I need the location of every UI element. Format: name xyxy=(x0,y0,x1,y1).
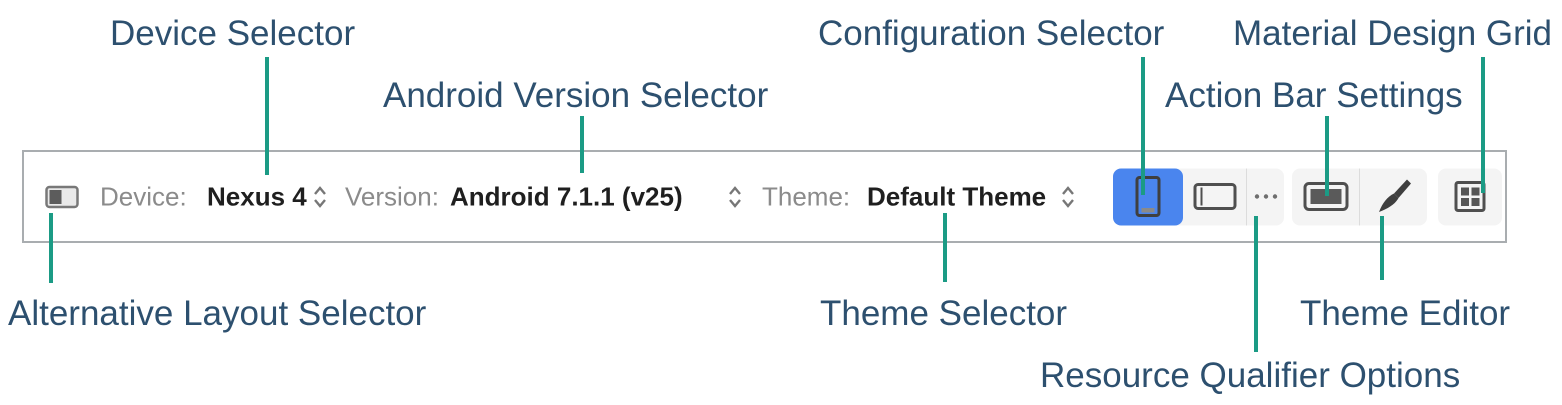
label-action-bar-settings: Action Bar Settings xyxy=(1165,76,1463,115)
version-label: Version: xyxy=(345,181,439,211)
paintbrush-icon xyxy=(1378,179,1411,212)
grid-button-group xyxy=(1438,168,1502,225)
resource-qualifier-options-button[interactable] xyxy=(1247,168,1284,225)
device-label: Device: xyxy=(100,181,187,211)
theme-selector-value[interactable]: Default Theme xyxy=(867,181,1047,211)
appearance-button-group xyxy=(1292,168,1427,225)
theme-editor-button[interactable] xyxy=(1360,168,1427,225)
label-material-design-grid: Material Design Grid xyxy=(1233,14,1552,53)
up-down-stepper-icon xyxy=(729,185,741,208)
portrait-phone-icon xyxy=(1135,176,1161,217)
up-down-stepper-icon xyxy=(1062,185,1074,208)
device-stepper[interactable] xyxy=(312,185,328,209)
label-theme-selector: Theme Selector xyxy=(820,294,1068,333)
layout-editor-toolbar: Device: Nexus 4 Version: Android 7.1.1 (… xyxy=(22,150,1507,243)
device-selector-value[interactable]: Nexus 4 xyxy=(207,181,307,211)
material-design-grid-button[interactable] xyxy=(1438,168,1502,225)
connector-line-theme-selector xyxy=(943,213,947,282)
configuration-selector-button[interactable] xyxy=(1113,168,1183,225)
label-configuration-selector: Configuration Selector xyxy=(818,14,1165,53)
alternative-layout-selector-button[interactable] xyxy=(45,185,79,208)
landscape-phone-icon xyxy=(1193,183,1236,210)
connector-line-theme-editor xyxy=(1380,216,1384,280)
label-alternative-layout-selector: Alternative Layout Selector xyxy=(8,294,427,333)
grid-icon xyxy=(1454,181,1486,212)
button-separator xyxy=(1359,168,1360,225)
label-theme-editor: Theme Editor xyxy=(1300,294,1511,333)
ellipsis-icon xyxy=(1254,194,1277,199)
connector-line-resource-qualifier-options xyxy=(1254,216,1258,352)
theme-label: Theme: xyxy=(762,181,851,211)
configuration-button-group xyxy=(1113,168,1284,225)
connector-line-device-selector xyxy=(265,57,269,175)
android-version-selector-value[interactable]: Android 7.1.1 (v25) xyxy=(450,181,683,211)
version-stepper[interactable] xyxy=(727,185,743,209)
connector-line-configuration-selector xyxy=(1141,57,1145,195)
alternative-layout-icon xyxy=(45,185,79,208)
connector-line-android-version-selector xyxy=(580,116,584,173)
button-separator xyxy=(1246,168,1247,225)
label-resource-qualifier-options: Resource Qualifier Options xyxy=(1040,356,1461,395)
landscape-variant-button[interactable] xyxy=(1183,168,1246,225)
connector-line-action-bar-settings xyxy=(1325,116,1329,196)
connector-line-material-design-grid xyxy=(1481,57,1485,193)
connector-line-alternative-layout-selector xyxy=(49,213,53,283)
label-device-selector: Device Selector xyxy=(110,14,356,53)
label-android-version-selector: Android Version Selector xyxy=(383,76,769,115)
up-down-stepper-icon xyxy=(314,185,326,208)
theme-stepper[interactable] xyxy=(1060,185,1076,209)
